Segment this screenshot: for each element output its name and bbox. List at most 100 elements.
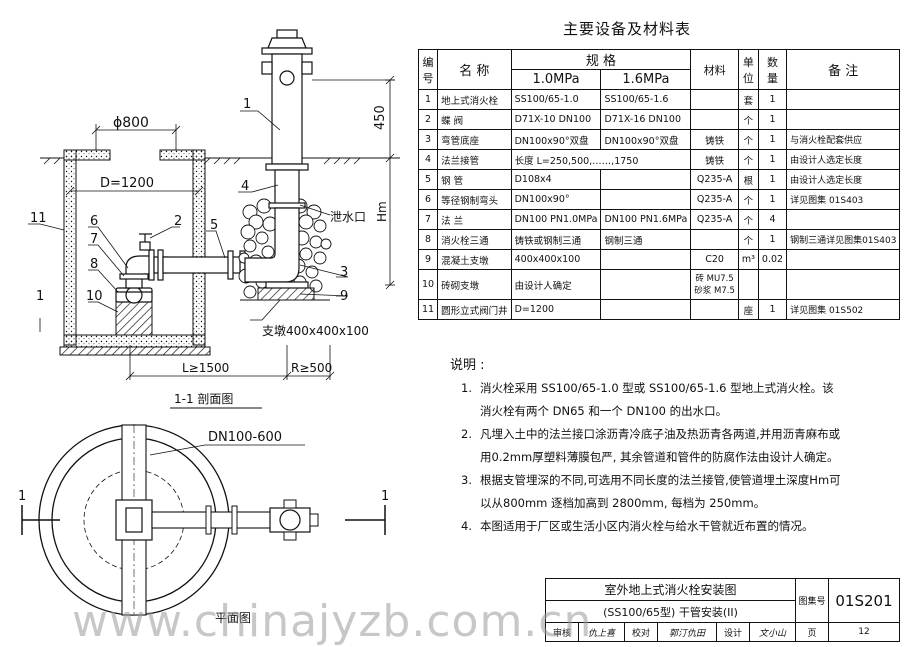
row-spec-a: D=1200: [510, 299, 602, 320]
dim-hm: Hm: [375, 201, 389, 222]
row-remark: 由设计人选定长度: [786, 169, 901, 190]
valve-well: [59, 149, 211, 356]
dim-l: L≥1500: [182, 361, 229, 375]
row-spec-a: SS100/65-1.0: [510, 89, 602, 110]
note-number: 1.: [461, 381, 472, 395]
callout-6: 6: [90, 214, 98, 229]
row-remark: [786, 269, 901, 300]
row-qty: 1: [757, 169, 788, 190]
row-spec-b: [600, 189, 692, 210]
plan-mark-left: 1: [18, 489, 26, 504]
fire-hydrant: [244, 29, 313, 289]
plan-pipe-label: DN100-600: [208, 430, 282, 445]
row-no: 1: [417, 89, 439, 110]
row-remark: 详见图集 01S502: [786, 299, 901, 320]
row-spec-a: 长度 L=250,500,……,1750: [510, 149, 692, 170]
note-text: 根据支管埋深的不同,可选用不同长度的法兰接管,使管道埋土深度Hm可: [480, 473, 841, 487]
page-label: 页: [795, 622, 829, 642]
row-name: 砖砌支墩: [437, 269, 512, 300]
header-no: 编号: [417, 49, 439, 90]
row-material: Q235-A: [690, 169, 739, 190]
page-number: 12: [828, 622, 900, 642]
notes: 说明 : 1.消火栓采用 SS100/65-1.0 型或 SS100/65-1.…: [450, 354, 890, 538]
callout-10: 10: [86, 289, 103, 304]
note-number: 2.: [461, 427, 472, 441]
row-name: 混凝土支墩: [437, 249, 512, 270]
row-unit: 个: [737, 149, 759, 170]
header-spec-b: 1.6MPa: [600, 69, 692, 90]
row-spec-a: DN100 PN1.0MPa: [510, 209, 602, 230]
row-no: 9: [417, 249, 439, 270]
row-spec-b: [600, 169, 692, 190]
header-spec: 规 格: [510, 49, 692, 70]
row-material: [690, 109, 739, 130]
row-remark: [786, 249, 901, 270]
review-signature: 仇上喜: [578, 622, 626, 642]
row-spec-a: D71X-10 DN100: [510, 109, 602, 130]
row-spec-b: [600, 269, 692, 300]
row-no: 8: [417, 229, 439, 250]
row-name: 法 兰: [437, 209, 512, 230]
row-spec-a: 由设计人确定: [510, 269, 602, 300]
row-qty: 1: [757, 189, 788, 210]
dim-450: 450: [373, 105, 388, 130]
note-line: 用0.2mm厚塑料薄膜包严, 其余管道和管件的防腐作法由设计人确定。: [450, 446, 890, 469]
note-line: 消火栓有两个 DN65 和一个 DN100 的出水口。: [450, 400, 890, 423]
callout-leaders: [28, 110, 349, 321]
row-qty: 4: [757, 209, 788, 230]
table-title: 主要设备及材料表: [563, 20, 692, 38]
header-qty: 数量: [757, 49, 788, 90]
callout-2: 2: [174, 214, 182, 229]
row-name: 弯管底座: [437, 129, 512, 150]
row-name: 蝶 阀: [437, 109, 512, 130]
row-unit: 个: [737, 209, 759, 230]
note-text: 以从800mm 逐档加高到 2800mm, 每档为 250mm。: [480, 496, 766, 510]
row-qty: 1: [757, 89, 788, 110]
row-spec-b: DN100x90°双盘: [600, 129, 692, 150]
row-spec-b: [600, 249, 692, 270]
row-qty: 1: [757, 299, 788, 320]
review-label: 审核: [544, 622, 580, 642]
row-material: 砖 MU7.5 砂浆 M7.5: [690, 269, 739, 300]
note-text: 消火栓有两个 DN65 和一个 DN100 的出水口。: [480, 404, 728, 418]
header-unit: 单位: [737, 49, 759, 90]
row-name: 地上式消火栓: [437, 89, 512, 110]
row-qty: 1: [757, 149, 788, 170]
row-qty: 1: [757, 229, 788, 250]
row-name: 法兰接管: [437, 149, 512, 170]
note-indent: [450, 492, 480, 515]
brick-support: [115, 299, 153, 336]
callout-5: 5: [210, 218, 218, 233]
row-spec-b: D71X-16 DN100: [600, 109, 692, 130]
drain-label: 泄水口: [330, 210, 366, 224]
row-no: 7: [417, 209, 439, 230]
row-spec-a: DN100x90°双盘: [510, 129, 602, 150]
note-text: 本图适用于厂区或生活小区内消火栓与给水干管就近布置的情况。: [480, 519, 814, 533]
row-unit: 套: [737, 89, 759, 110]
callout-1: 1: [243, 97, 251, 112]
row-remark: [786, 89, 901, 110]
row-material: [690, 299, 739, 320]
watermark: www.chinajyzb.com.cn: [72, 596, 593, 647]
row-material: Q235-A: [690, 209, 739, 230]
row-unit: 个: [737, 229, 759, 250]
header-name: 名 称: [437, 49, 512, 90]
row-material: Q235-A: [690, 189, 739, 210]
row-spec-a: 400x400x100: [510, 249, 602, 270]
row-remark: [786, 209, 901, 230]
row-unit: 个: [737, 109, 759, 130]
row-name: 钢 管: [437, 169, 512, 190]
dimensions: [39, 75, 395, 381]
check-signature: 郭汀仇田: [657, 622, 717, 642]
header-spec-a: 1.0MPa: [510, 69, 602, 90]
note-line: 1.消火栓采用 SS100/65-1.0 型或 SS100/65-1.6 型地上…: [450, 377, 890, 400]
